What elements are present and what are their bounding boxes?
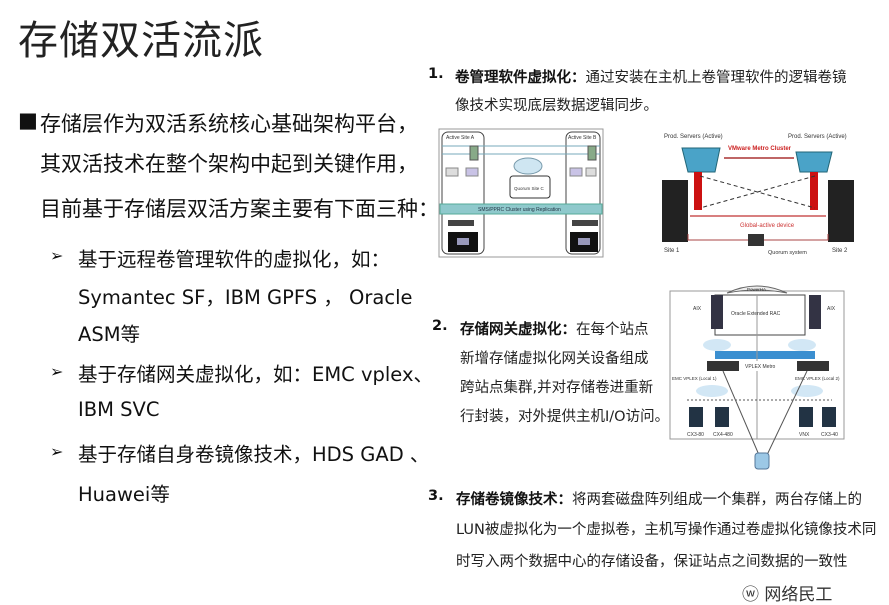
array-label: CX3-80: [687, 432, 704, 438]
aix-left-label: AIX: [693, 306, 702, 312]
server-icon: [469, 145, 479, 161]
arrow-bullet-icon: ➢: [50, 246, 64, 265]
item-2-line: 行封装，对外提供主机I/O访问。: [460, 409, 670, 425]
site2-label: Site 2: [832, 248, 848, 254]
page-title: 存储双活流派: [18, 18, 264, 64]
array-icon: [799, 407, 813, 427]
intro-line: 存储层作为双活系统核心基础架构平台，: [40, 112, 418, 136]
powerha-label: PowerHA: [747, 287, 766, 292]
quorum-label: Quorum Site C: [514, 186, 545, 191]
cluster-label: VMware Metro Cluster: [728, 146, 792, 152]
item-number: 2.: [432, 318, 448, 334]
intro-line: 其双活技术在整个架构中起到关键作用，: [40, 152, 418, 176]
site1-label: Site 1: [664, 248, 680, 254]
server-icon: [809, 295, 821, 329]
quorum-icon: [748, 234, 764, 246]
array-label: CX4-480: [713, 432, 733, 438]
sub-item-line: 基于远程卷管理软件的虚拟化，如：: [78, 248, 391, 271]
item-2-line: 存储网关虚拟化：在每个站点: [460, 318, 649, 339]
arrow-bullet-icon: ➢: [50, 442, 64, 461]
array-icon: [715, 407, 729, 427]
array-label: VNX: [799, 432, 810, 438]
device-label: Global-active device: [740, 223, 795, 229]
metro-label: VPLEX Metro: [745, 364, 776, 370]
diagram-vplex: PowerHA Oracle Extended RAC AIX AIX EMC …: [669, 285, 845, 470]
item-2-line: 新增存储虚拟化网关设备组成: [460, 351, 649, 367]
bullet-square-icon: ■: [18, 108, 38, 132]
item-3-line: LUN被虚拟化为一个虚拟卷，主机写操作通过卷虚拟化镜像技术同: [456, 522, 877, 538]
vplex-bar: [715, 351, 815, 359]
item-1-line: 像技术实现底层数据逻辑同步。: [455, 98, 658, 114]
quorum-witness-icon: [754, 452, 770, 470]
server-icon: [587, 145, 597, 161]
cluster-bar-label: SMS/PPRC Cluster using Replication: [478, 207, 561, 213]
item-heading: 存储网关虚拟化：: [460, 322, 576, 338]
item-3-line: 存储卷镜像技术：将两套磁盘阵列组成一个集群，两台存储上的: [456, 488, 862, 509]
storage-array-icon: [662, 180, 688, 242]
storage-array-icon: [828, 180, 854, 242]
item-heading: 存储卷镜像技术：: [456, 492, 572, 508]
server-icon: [711, 295, 723, 329]
sub-item-line: Symantec SF，IBM GPFS ， Oracle: [78, 286, 413, 309]
vplex-left-label: EMC VPLEX (Local 1): [672, 376, 717, 381]
item-1-line: 卷管理软件虚拟化：通过安装在主机上卷管理软件的逻辑卷镜: [455, 66, 847, 87]
aix-right-label: AIX: [827, 306, 836, 312]
servers-left-label: Prod. Servers (Active): [664, 134, 723, 140]
rac-label: Oracle Extended RAC: [731, 311, 781, 317]
diagram-volume-manager: Active Site A Active Site B Quorum Site …: [438, 128, 604, 258]
site-a-label: Active Site A: [446, 135, 475, 141]
arrow-bullet-icon: ➢: [50, 362, 64, 381]
item-number: 3.: [428, 488, 444, 504]
item-number: 1.: [428, 66, 444, 82]
item-2-line: 跨站点集群,并对存储卷进重新: [460, 380, 654, 396]
intro-line: 目前基于存储层双活方案主要有下面三种：: [40, 197, 439, 221]
item-text: 将两套磁盘阵列组成一个集群，两台存储上的: [572, 492, 862, 508]
cloud-icon: [513, 157, 543, 175]
sub-item-line: 基于存储自身卷镜像技术，HDS GAD 、: [78, 443, 430, 466]
item-text: 在每个站点: [576, 322, 649, 338]
vplex-right-label: EMC VPLEX (Local 2): [795, 376, 840, 381]
site-b-label: Active Site B: [568, 135, 597, 141]
red-arrow: [694, 172, 702, 210]
item-text: 通过安装在主机上卷管理软件的逻辑卷镜: [585, 70, 847, 86]
item-heading: 卷管理软件虚拟化：: [455, 70, 586, 86]
servers-right-label: Prod. Servers (Active): [788, 134, 847, 140]
wechat-icon: ⓦ: [742, 585, 765, 605]
red-arrow: [810, 172, 818, 210]
watermark-text: 网络民工: [764, 585, 833, 605]
sub-item-line: ASM等: [78, 323, 141, 346]
array-icon: [689, 407, 703, 427]
diagram-global-active-device: Prod. Servers (Active) Prod. Servers (Ac…: [662, 134, 854, 256]
array-icon: [822, 407, 836, 427]
array-label: CX3-40: [821, 432, 838, 438]
sub-item-line: 基于存储网关虚拟化，如：EMC vplex、: [78, 363, 433, 386]
watermark: ⓦ 网络民工: [742, 580, 832, 605]
sub-item-line: Huawei等: [78, 483, 170, 506]
sub-item-line: IBM SVC: [78, 398, 160, 421]
quorum-label: Quorum system: [768, 250, 807, 256]
item-3-line: 时写入两个数据中心的存储设备，保证站点之间数据的一致性: [456, 554, 848, 570]
